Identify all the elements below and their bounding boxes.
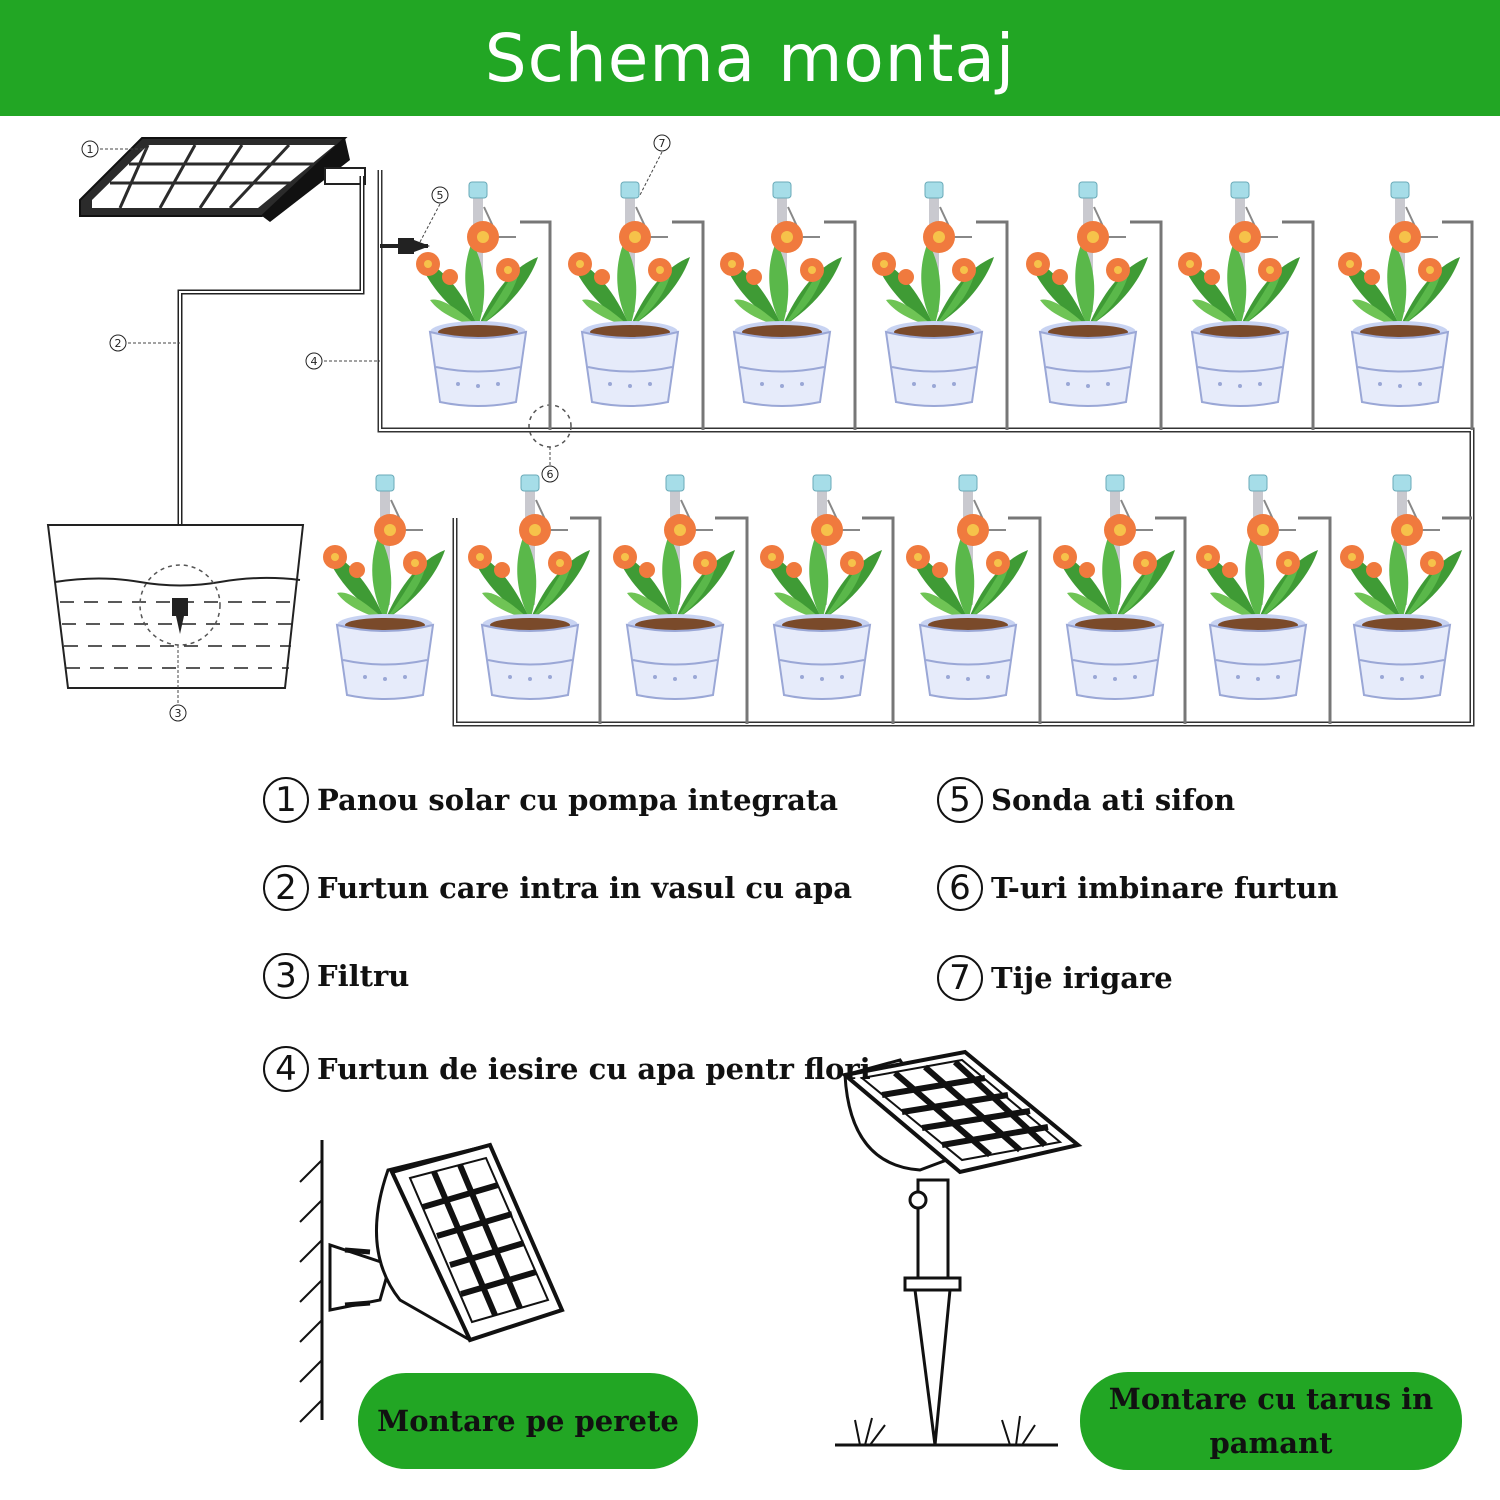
legend-number: 2 — [263, 865, 309, 911]
legend-item-5: 5 Sonda ati sifon — [937, 774, 1235, 826]
legend-number: 4 — [263, 1046, 309, 1092]
solar-panel-main — [79, 137, 366, 222]
legend-text: Furtun de iesire cu apa pentr flori — [317, 1052, 871, 1086]
legend-number: 6 — [937, 865, 983, 911]
anti-siphon-valve — [380, 238, 430, 254]
legend-item-4: 4 Furtun de iesire cu apa pentr flori — [263, 1043, 871, 1095]
legend-item-6: 6 T-uri imbinare furtun — [937, 862, 1338, 914]
legend-item-2: 2 Furtun care intra in vasul cu apa — [263, 862, 852, 914]
irrigation-diagram: 1 2 3 4 5 6 7 — [46, 134, 1475, 1447]
legend-number: 3 — [263, 953, 309, 999]
callout-1: 1 — [87, 143, 94, 156]
header-banner: Schema montaj — [0, 0, 1500, 116]
legend-text: Sonda ati sifon — [991, 783, 1236, 817]
callout-markers: 1 2 3 4 5 6 7 — [81, 134, 671, 722]
wall-mount-label: Montare pe perete — [358, 1373, 698, 1469]
legend-item-7: 7 Tije irigare — [937, 952, 1173, 1004]
legend-text: Panou solar cu pompa integrata — [317, 783, 839, 817]
callout-2: 2 — [115, 337, 122, 350]
legend-text: Tije irigare — [991, 961, 1173, 995]
legend-item-1: 1 Panou solar cu pompa integrata — [263, 774, 838, 826]
callout-4: 4 — [311, 355, 318, 368]
water-container — [46, 524, 305, 689]
top-row-pots — [416, 182, 1460, 406]
legend-number: 5 — [937, 777, 983, 823]
callout-7: 7 — [659, 137, 666, 150]
legend-text: Furtun care intra in vasul cu apa — [317, 871, 853, 905]
legend-number: 1 — [263, 777, 309, 823]
legend-text: Filtru — [317, 959, 410, 993]
callout-6: 6 — [547, 468, 554, 481]
stake-mount-label: Montare cu tarus in pamant — [1080, 1372, 1462, 1470]
stake-mount-illustration — [835, 1049, 1083, 1447]
wall-mount-illustration — [299, 1140, 565, 1423]
legend-item-3: 3 Filtru — [263, 950, 409, 1002]
callout-5: 5 — [437, 189, 444, 202]
legend-text: T-uri imbinare furtun — [991, 871, 1339, 905]
legend-number: 7 — [937, 955, 983, 1001]
page-title: Schema montaj — [484, 19, 1016, 97]
callout-3: 3 — [175, 707, 182, 720]
